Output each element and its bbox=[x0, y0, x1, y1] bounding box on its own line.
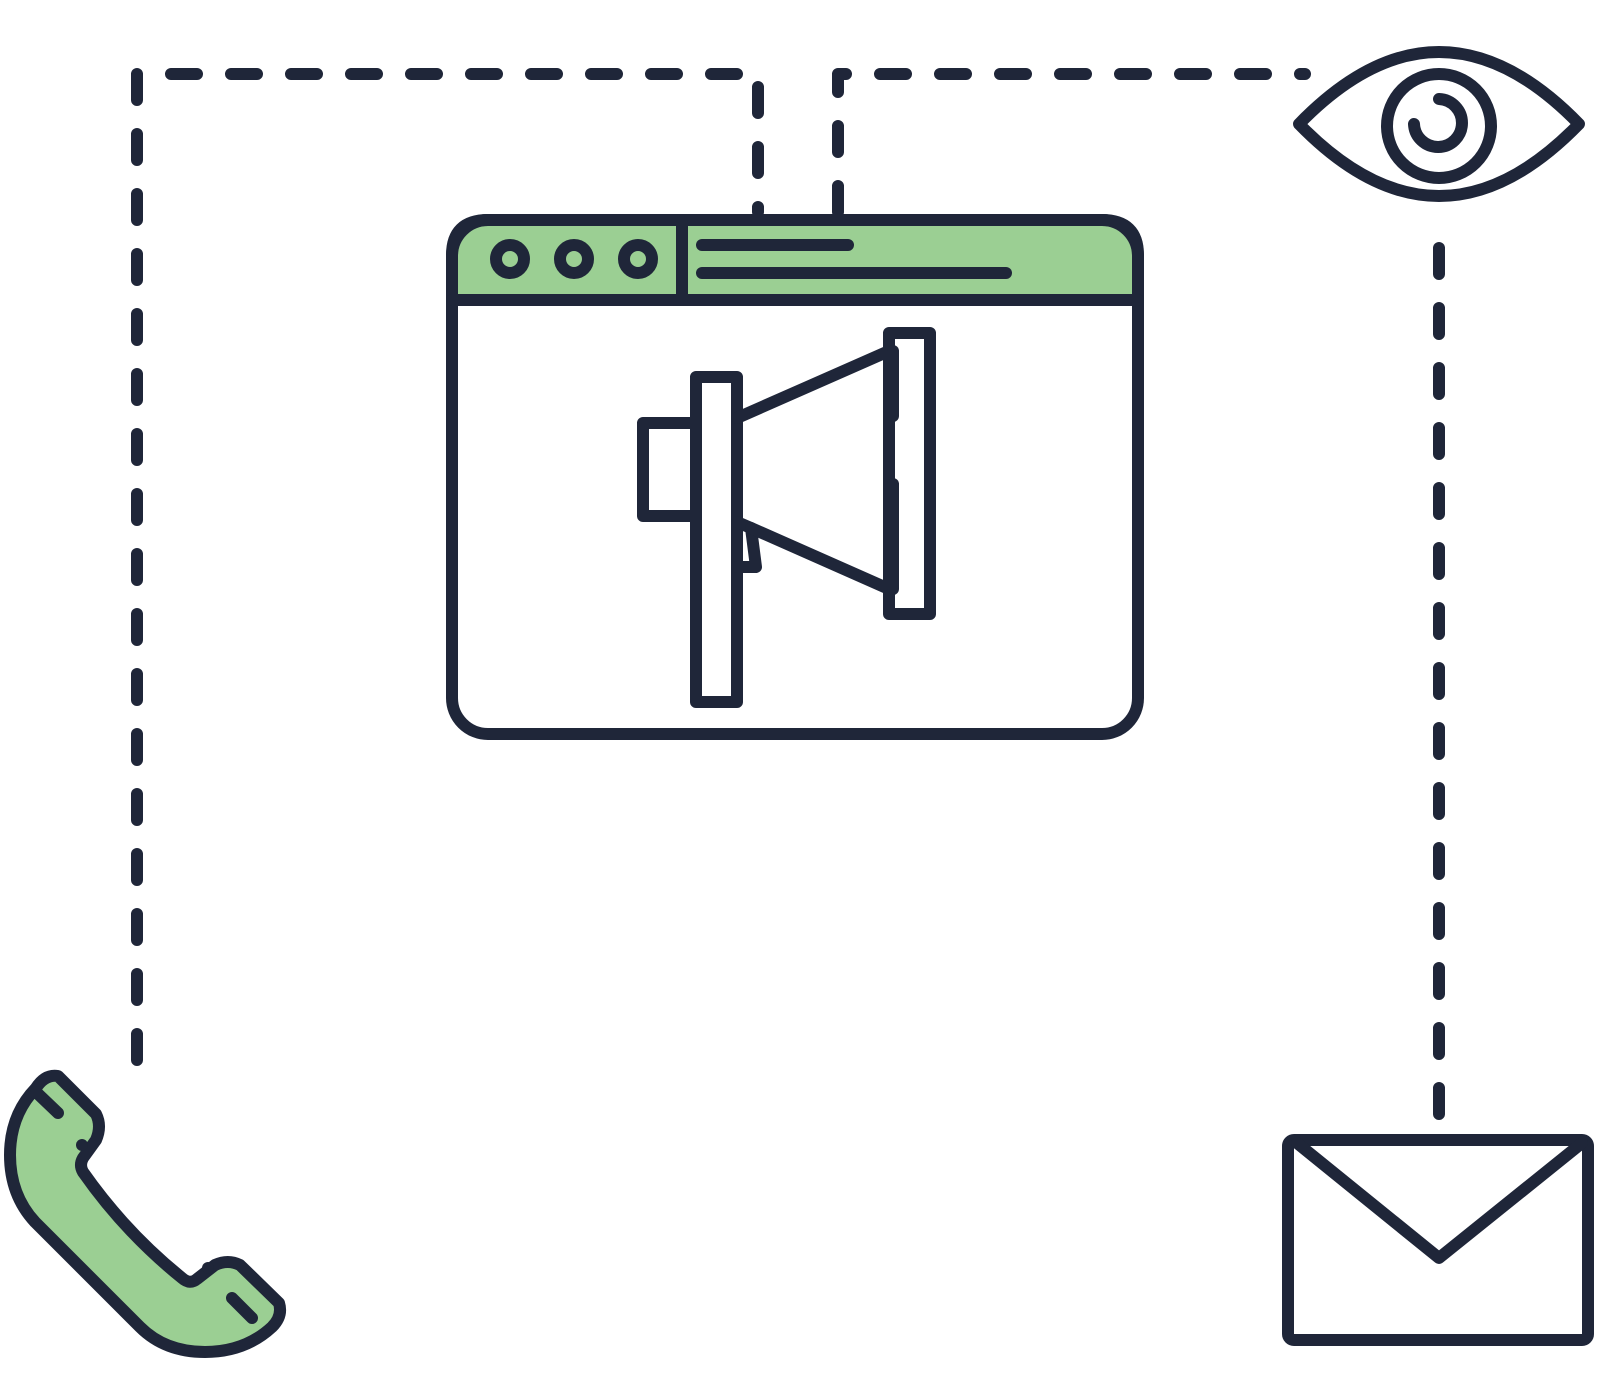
eye-pupil bbox=[1408, 93, 1468, 153]
connector-phone-to-browser bbox=[131, 68, 764, 1066]
eye-outline bbox=[1293, 46, 1585, 202]
envelope-icon bbox=[1282, 1134, 1594, 1346]
megaphone-icon bbox=[637, 327, 936, 708]
connector-lines bbox=[131, 68, 1445, 1141]
phone-earpiece-line bbox=[30, 1086, 64, 1119]
megaphone-body bbox=[690, 371, 743, 708]
browser-dot-icon bbox=[490, 239, 530, 279]
megaphone-handle bbox=[637, 417, 702, 522]
browser-megaphone-icon bbox=[446, 214, 1144, 740]
envelope-flap bbox=[1291, 1137, 1588, 1264]
eye-icon bbox=[1293, 46, 1585, 202]
phone-handset-icon bbox=[4, 1069, 287, 1358]
envelope-outline bbox=[1282, 1134, 1594, 1346]
browser-dot-icon bbox=[554, 239, 594, 279]
browser-window-frame bbox=[446, 214, 1144, 740]
megaphone-bell bbox=[883, 327, 936, 620]
phone-dot bbox=[202, 1262, 214, 1274]
phone-dot bbox=[76, 1139, 88, 1151]
eye-iris bbox=[1381, 68, 1497, 184]
phone-mouthpiece-line bbox=[226, 1292, 258, 1324]
browser-dot-icon bbox=[618, 239, 658, 279]
connector-browser-to-eye bbox=[832, 68, 1311, 218]
